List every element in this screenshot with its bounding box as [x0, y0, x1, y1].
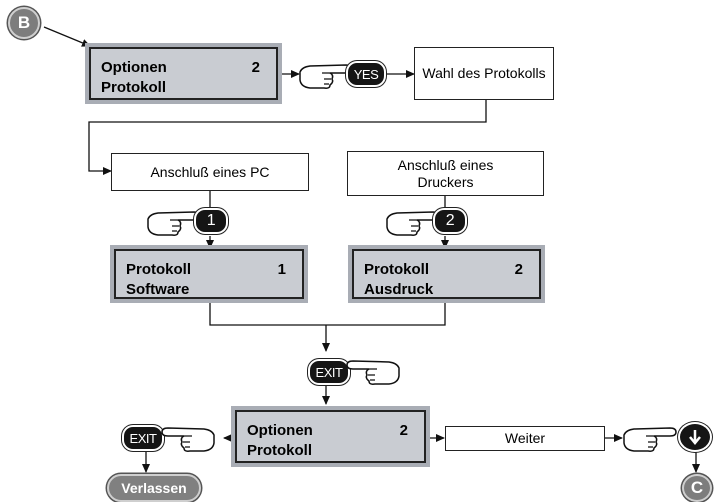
- connector-b-label: B: [17, 13, 31, 32]
- choose-protocol-label: Wahl des Protokolls: [422, 65, 546, 81]
- lcd-line1: Optionen: [247, 422, 313, 439]
- lcd-number: 2: [399, 422, 408, 439]
- exit-key-center-label: EXIT: [315, 364, 343, 380]
- lcd-protocol-printout: Protokoll Ausdruck 2: [348, 245, 545, 303]
- arrow-down-icon: [689, 430, 701, 445]
- pointing-hand-icon: [147, 211, 201, 236]
- connect-printer-box: Anschluß eines Druckers: [347, 151, 544, 196]
- lcd-protocol-software: Protokoll Software 1: [110, 245, 308, 303]
- leave-button-label: Verlassen: [121, 480, 187, 496]
- lcd-line1: Protokoll: [364, 261, 430, 278]
- exit-key-center[interactable]: EXIT: [310, 361, 348, 383]
- connect-printer-label: Anschluß eines Druckers: [397, 156, 494, 190]
- lcd-line2: Protokoll: [101, 79, 167, 96]
- lcd-number: 2: [251, 59, 260, 76]
- connector-c-label: C: [690, 478, 704, 497]
- choose-protocol-box: Wahl des Protokolls: [414, 47, 554, 100]
- connect-pc-box: Anschluß eines PC: [111, 153, 309, 191]
- lcd-line1: Optionen: [101, 59, 167, 76]
- key-2[interactable]: 2: [435, 210, 465, 232]
- key-1[interactable]: 1: [196, 210, 226, 232]
- exit-key-left-label: EXIT: [129, 430, 157, 446]
- key-1-label: 1: [206, 212, 216, 229]
- lcd-line1: Protokoll: [126, 261, 192, 278]
- yes-key[interactable]: YES: [348, 63, 384, 85]
- lcd-line2: Protokoll: [247, 442, 313, 459]
- lcd-line2: Ausdruck: [364, 281, 434, 298]
- down-key[interactable]: [680, 424, 710, 450]
- pointing-hand-icon: [299, 64, 353, 89]
- key-2-label: 2: [445, 212, 455, 229]
- next-box: Weiter: [445, 426, 605, 451]
- connector-b: B: [8, 7, 40, 39]
- connect-pc-label: Anschluß eines PC: [150, 163, 270, 180]
- connector-c: C: [682, 474, 712, 502]
- pointing-hand-left-icon: [161, 427, 215, 452]
- lcd-options-protocol-top: Optionen Protokoll 2: [85, 43, 282, 104]
- lcd-options-protocol-bottom: Optionen Protokoll 2: [231, 406, 430, 467]
- leave-button[interactable]: Verlassen: [107, 474, 201, 502]
- pointing-hand-icon: [623, 427, 677, 452]
- lcd-number: 2: [514, 261, 523, 278]
- yes-key-label: YES: [353, 66, 379, 82]
- exit-key-left[interactable]: EXIT: [124, 427, 162, 449]
- pointing-hand-left-icon: [346, 360, 400, 385]
- pointing-hand-icon: [386, 211, 440, 236]
- lcd-number: 1: [277, 261, 286, 278]
- next-label: Weiter: [504, 430, 546, 446]
- lcd-line2: Software: [126, 281, 190, 298]
